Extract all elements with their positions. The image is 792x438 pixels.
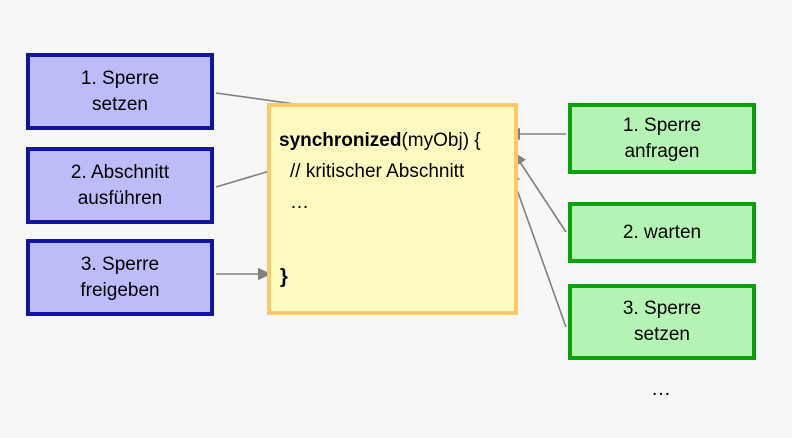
step-box-lock-release-line-1: 3. Sperre	[80, 253, 160, 275]
step-box-run-section-line-2: ausführen	[77, 187, 163, 209]
synchronized-code-block[interactable]: synchronized(myObj) { // kritischer Absc…	[267, 103, 518, 315]
code-line-ellipsis: …	[279, 187, 481, 218]
step-box-run-section-line-1: 2. Abschnitt	[70, 161, 170, 183]
code-keyword-synchronized: synchronized	[279, 130, 402, 151]
code-line-comment: // kritischer Abschnitt	[279, 156, 481, 187]
arrow-wait-to-block	[513, 151, 567, 233]
code-comment-text: // kritischer Abschnitt	[290, 161, 465, 182]
code-closing-brace: }	[280, 266, 288, 288]
monitor-box-lock-request[interactable]: 1. Sperre anfragen	[568, 103, 756, 174]
step-box-run-section[interactable]: 2. Abschnitt ausführen	[26, 147, 214, 224]
step-box-lock-release-line-2: freigeben	[80, 279, 160, 301]
monitor-box-lock-acquire-line-1: 3. Sperre	[622, 298, 702, 319]
step-box-lock-set[interactable]: 1. Sperre setzen	[26, 53, 214, 130]
step-box-lock-set-line-2: setzen	[92, 93, 148, 115]
monitor-box-lock-request-line-2: anfragen	[624, 140, 700, 162]
monitor-box-lock-acquire-line-2: setzen	[634, 324, 690, 345]
monitor-box-lock-request-line-1: 1. Sperre	[622, 114, 702, 136]
code-signature: (myObj) {	[401, 130, 481, 151]
step-box-lock-set-line-1: 1. Sperre	[80, 67, 160, 89]
code-lines: synchronized(myObj) { // kritischer Absc…	[279, 125, 481, 218]
code-ellipsis-text: …	[290, 192, 309, 213]
monitor-box-wait-line-1: 2. warten	[622, 221, 702, 243]
code-line-signature: synchronized(myObj) {	[279, 125, 481, 156]
arrow-lock-acquire-to-block	[508, 168, 567, 328]
step-box-lock-release[interactable]: 3. Sperre freigeben	[26, 239, 214, 316]
monitor-column-tail-ellipsis: …	[651, 378, 673, 400]
monitor-box-wait[interactable]: 2. warten	[568, 202, 756, 263]
monitor-box-lock-acquire[interactable]: 3. Sperre setzen	[568, 284, 756, 360]
